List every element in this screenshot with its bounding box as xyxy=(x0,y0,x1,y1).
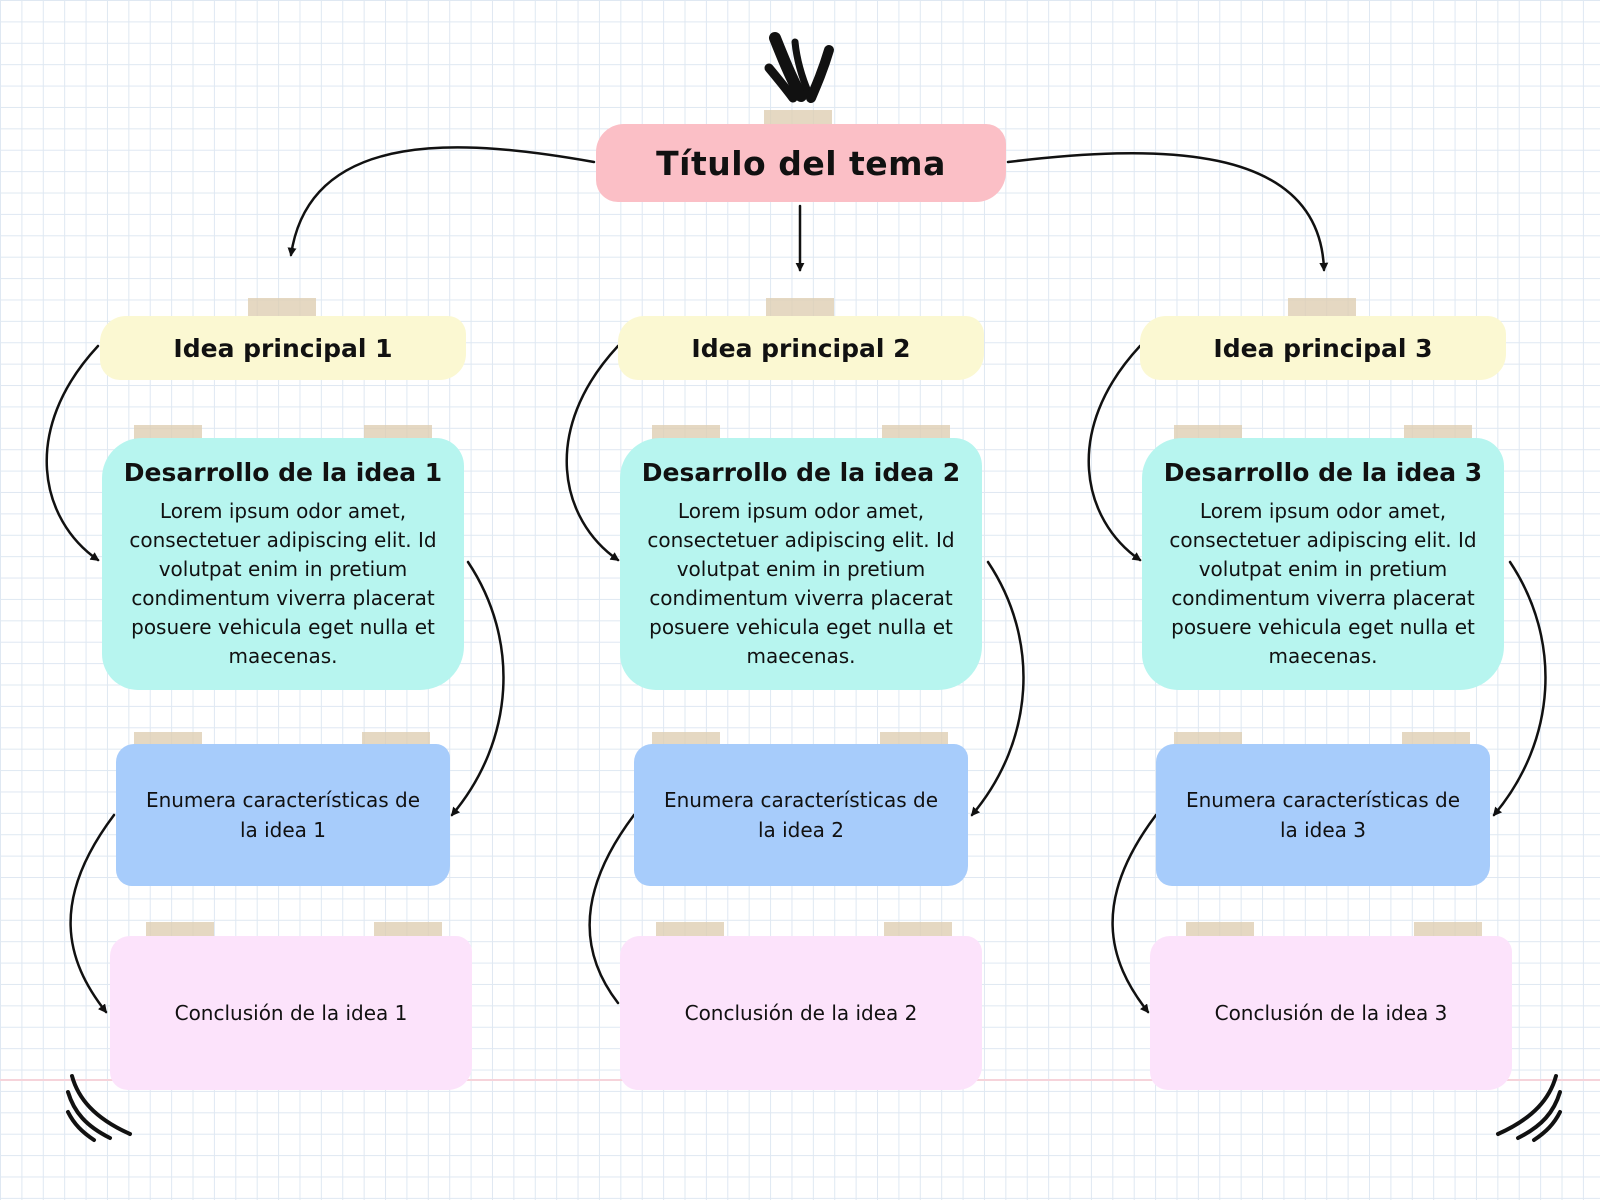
arrow-title-to-idea-1 xyxy=(287,146,596,257)
topic-title-box: Título del tema xyxy=(596,124,1006,202)
arrow-title-to-idea-3 xyxy=(1006,152,1329,272)
arrow-idea-1-to-development-1 xyxy=(45,344,100,562)
sparkle-top-icon xyxy=(764,32,834,103)
tape-idea-1 xyxy=(248,298,316,317)
conclusion-text-3: Conclusión de la idea 3 xyxy=(1214,1001,1448,1025)
development-title-2: Desarrollo de la idea 2 xyxy=(641,457,961,487)
idea-label-1: Idea principal 1 xyxy=(173,333,393,363)
features-box-1: Enumera características de la idea 1 xyxy=(116,744,450,886)
conclusion-box-3: Conclusión de la idea 3 xyxy=(1150,936,1512,1090)
development-text-2: Lorem ipsum odor amet, consectetuer adip… xyxy=(647,498,955,668)
idea-label-2: Idea principal 2 xyxy=(691,333,911,363)
development-box-1: Desarrollo de la idea 1 Lorem ipsum odor… xyxy=(102,438,464,690)
idea-box-2: Idea principal 2 xyxy=(618,316,984,380)
features-text-1: Enumera características de la idea 1 xyxy=(145,788,421,842)
development-box-2: Desarrollo de la idea 2 Lorem ipsum odor… xyxy=(620,438,982,690)
tape-idea-3 xyxy=(1288,298,1356,317)
sparkle-bottom-left-icon xyxy=(66,1074,132,1142)
idea-box-3: Idea principal 3 xyxy=(1140,316,1506,380)
features-box-2: Enumera características de la idea 2 xyxy=(634,744,968,886)
tape-idea-2 xyxy=(766,298,834,317)
sparkle-bottom-right-icon xyxy=(1496,1074,1562,1142)
conclusion-box-2: Conclusión de la idea 2 xyxy=(620,936,982,1090)
arrow-features-1-to-conclusion-1 xyxy=(69,813,116,1014)
idea-label-3: Idea principal 3 xyxy=(1213,333,1433,363)
arrow-features-3-to-conclusion-3 xyxy=(1111,813,1158,1014)
conclusion-text-1: Conclusión de la idea 1 xyxy=(174,1001,408,1025)
features-box-3: Enumera características de la idea 3 xyxy=(1156,744,1490,886)
arrow-features-2-to-conclusion-2 xyxy=(588,813,636,1005)
development-title-1: Desarrollo de la idea 1 xyxy=(123,457,443,487)
arrow-idea-3-to-development-3 xyxy=(1087,344,1142,562)
arrow-development-1-to-features-1 xyxy=(450,560,505,817)
features-text-3: Enumera características de la idea 3 xyxy=(1185,788,1461,842)
features-text-2: Enumera características de la idea 2 xyxy=(663,788,939,842)
development-title-3: Desarrollo de la idea 3 xyxy=(1163,457,1483,487)
arrow-development-3-to-features-3 xyxy=(1492,560,1547,817)
topic-title: Título del tema xyxy=(656,143,946,183)
development-text-3: Lorem ipsum odor amet, consectetuer adip… xyxy=(1169,498,1477,668)
idea-box-1: Idea principal 1 xyxy=(100,316,466,380)
arrow-idea-2-to-development-2 xyxy=(565,344,620,562)
conclusion-text-2: Conclusión de la idea 2 xyxy=(684,1001,918,1025)
arrow-development-2-to-features-2 xyxy=(970,560,1025,817)
conclusion-box-1: Conclusión de la idea 1 xyxy=(110,936,472,1090)
development-text-1: Lorem ipsum odor amet, consectetuer adip… xyxy=(129,498,437,668)
development-box-3: Desarrollo de la idea 3 Lorem ipsum odor… xyxy=(1142,438,1504,690)
